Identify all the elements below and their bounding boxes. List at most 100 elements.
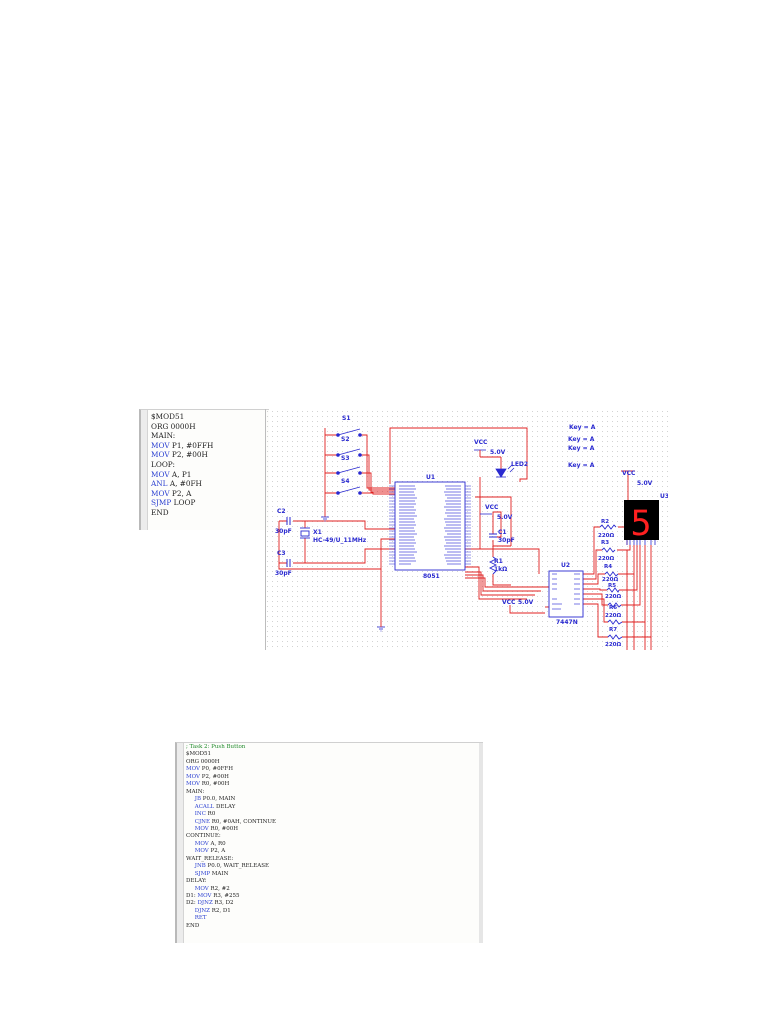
- code-token: P2, #00H: [169, 450, 208, 460]
- code-line: MOV P2, A: [186, 848, 225, 855]
- code-line: RET: [186, 915, 207, 922]
- code-token: P2, A: [208, 848, 226, 855]
- resistor-r6: [607, 602, 622, 608]
- code-token: MOV: [151, 440, 170, 450]
- vcc-voltage-display: 5.0V: [637, 480, 653, 487]
- code-line: D1: MOV R3, #255: [186, 893, 240, 900]
- switch-s3: [336, 466, 362, 475]
- code-line: ORG 0000H: [151, 421, 196, 431]
- code-line: ORG 0000H: [186, 758, 220, 765]
- code-token: MAIN: [210, 870, 229, 877]
- capacitor-c1: [489, 533, 497, 538]
- mcu-8051-pin-labels: [399, 485, 461, 565]
- code-line: $MOD51: [151, 412, 185, 421]
- code-token: D2:: [186, 900, 198, 907]
- seven-segment-digit: 5: [630, 504, 651, 544]
- code-token: R0, #00H: [208, 825, 239, 832]
- code-token: A, P1: [169, 469, 192, 479]
- vcc-voltage-led: 5.0V: [490, 449, 506, 456]
- code-token: R0, #00H: [200, 781, 230, 788]
- code-line: MOV R0, #00H: [186, 781, 229, 788]
- vcc-label-reset: VCC: [485, 504, 499, 511]
- vcc-label-led: VCC: [474, 439, 488, 446]
- code-token: R0, #0AH, CONTINUE: [209, 818, 277, 825]
- c3-value: 30pF: [275, 570, 292, 577]
- circuit-schematic: S1 S2 S3 S4 U1 8051 LED2 VCC 5.0V VCC 5.…: [265, 409, 668, 650]
- code-token: RET: [186, 915, 207, 922]
- c2-ref: C2: [277, 508, 286, 515]
- code-token: P0.0, MAIN: [201, 796, 236, 803]
- code-line: DJNZ R2, D1: [186, 908, 231, 915]
- editor-scrollbar[interactable]: [479, 743, 483, 943]
- code-token: R3, #255: [211, 893, 240, 899]
- code-line: SJMP MAIN: [186, 870, 229, 878]
- code-line: ; Task 2: Push Button: [186, 744, 246, 750]
- crystal-ref: X1: [313, 529, 322, 536]
- code-line: ACALL DELAY: [186, 803, 236, 811]
- r1-ref: R1: [494, 558, 503, 565]
- code-line: MOV P2, A: [151, 489, 191, 499]
- r5-value: 220Ω: [605, 594, 621, 600]
- code-token: ANL: [151, 479, 168, 489]
- mcu-8051-pins: [389, 485, 471, 565]
- code-line: MOV R0, #00H: [186, 826, 238, 833]
- code-token: MOV: [186, 773, 201, 780]
- code-line: MOV P0, #0FFH: [186, 766, 233, 773]
- code-token: A, #0FH: [167, 479, 202, 489]
- wires: [278, 427, 652, 650]
- editor-gutter: [177, 743, 184, 943]
- code-token: MOV: [151, 488, 170, 498]
- code-token: JNB: [186, 863, 206, 870]
- r4-ref: R4: [604, 564, 612, 570]
- code-token: DJNZ: [186, 907, 210, 914]
- led-diode: [495, 464, 515, 478]
- code-line: D2: DJNZ R3, D2: [186, 900, 234, 907]
- code-line: JB P0.0, MAIN: [186, 796, 236, 803]
- code-token: P2, #00H: [200, 773, 229, 780]
- decoder-7447n-pins: [552, 573, 580, 610]
- code-line: MOV P1, #0FFH: [151, 441, 213, 451]
- ground-symbol: [321, 516, 329, 522]
- code-token: MOV: [186, 825, 209, 832]
- code-token: INC: [186, 811, 206, 818]
- code-line: SJMP LOOP: [151, 498, 195, 508]
- resistor-r2: [599, 524, 617, 530]
- key-label-2: Key = A: [568, 436, 595, 443]
- resistor-r7: [607, 619, 623, 625]
- code-line: CONTINUE:: [186, 833, 221, 840]
- switch-label-s2: S2: [341, 436, 350, 443]
- led-label: LED2: [511, 461, 528, 468]
- code-token: MOV: [186, 781, 201, 788]
- decoder-name-label: 7447N: [556, 619, 578, 626]
- code-token: P0, #0FFH: [200, 766, 234, 773]
- code-token: DELAY: [214, 803, 236, 810]
- code-token: ACALL: [186, 803, 215, 810]
- key-label-3: Key = A: [568, 445, 595, 452]
- r2-value: 220Ω: [598, 533, 614, 539]
- r1-value: 1kΩ: [494, 566, 507, 573]
- code-token: MOV: [151, 469, 170, 479]
- code-line: INC R0: [186, 811, 216, 818]
- code-token: P0.0, WAIT_RELEASE: [205, 863, 270, 870]
- vcc-voltage-reset: 5.0V: [497, 514, 513, 521]
- code-token: SJMP: [186, 870, 211, 877]
- code-token: LOOP: [171, 498, 196, 508]
- mcu-ref-label: U1: [426, 474, 435, 481]
- code-token: D1:: [186, 893, 198, 899]
- code-token: P2, A: [169, 488, 192, 498]
- code-line: JNB P0.0, WAIT_RELEASE: [186, 863, 269, 870]
- r3-value: 220Ω: [598, 556, 614, 562]
- r4-value: 220Ω: [602, 577, 618, 583]
- resistor-r3: [601, 547, 616, 553]
- resistor-r5: [606, 587, 620, 593]
- display-ref-label: U3: [660, 493, 668, 500]
- seven-segment-display: [624, 500, 659, 540]
- code-token: MOV: [186, 848, 209, 855]
- code-line: MOV P2, #00H: [151, 450, 208, 460]
- code-token: MOV: [186, 766, 201, 773]
- code-line: END: [151, 508, 169, 517]
- code-token: MOV: [151, 450, 170, 460]
- vcc-label-decoder: VCC: [502, 599, 516, 606]
